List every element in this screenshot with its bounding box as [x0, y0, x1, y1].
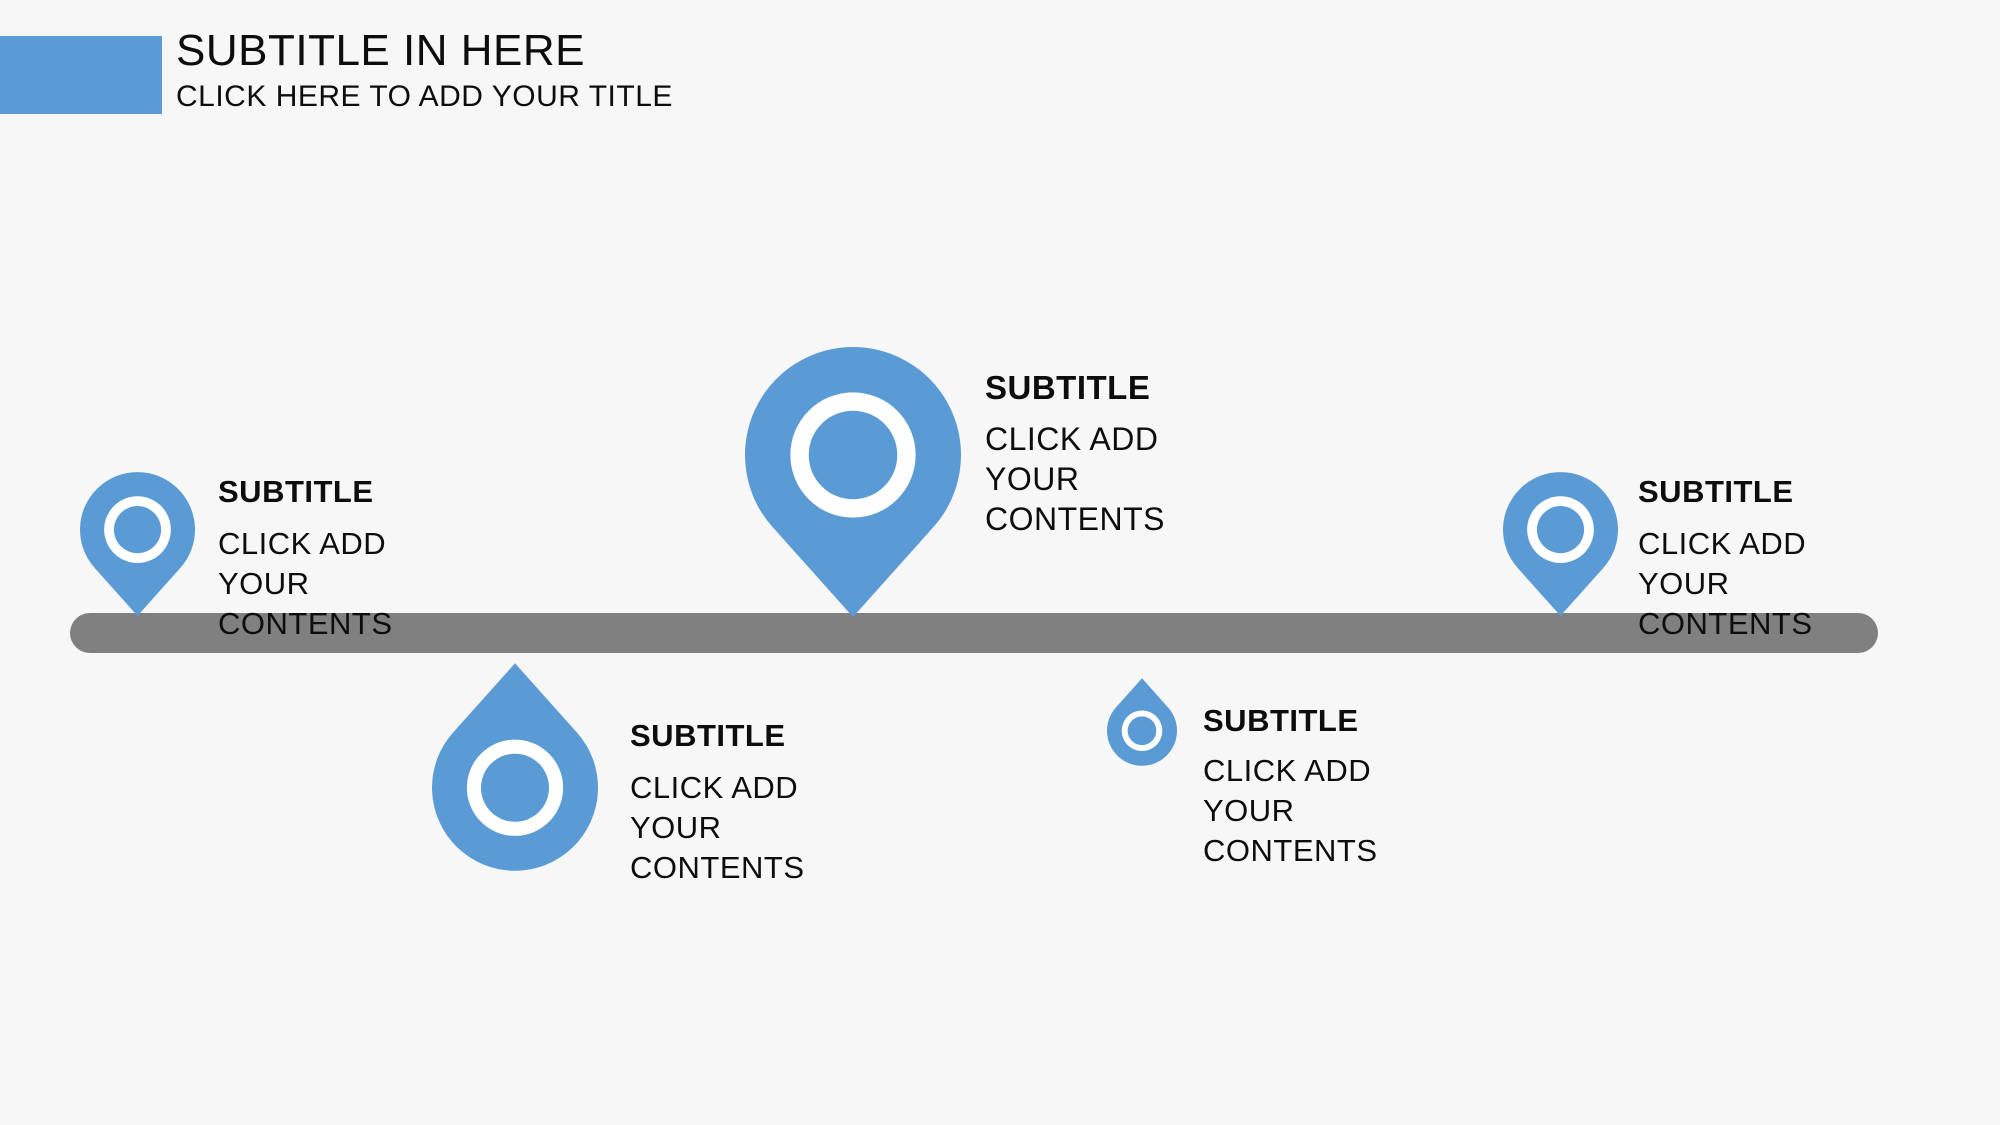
marker-5-subtitle[interactable]: SUBTITLE	[1638, 474, 1794, 509]
marker-5-contents[interactable]: CLICK ADD YOUR CONTENTS	[1638, 526, 1813, 641]
map-pin-up-icon	[1107, 678, 1177, 766]
timeline-bar	[70, 613, 1878, 653]
header-accent-rect	[0, 36, 162, 114]
slide-title[interactable]: SUBTITLE IN HERE	[176, 26, 585, 75]
marker-3-subtitle[interactable]: SUBTITLE	[985, 369, 1151, 406]
slide-subtitle[interactable]: CLICK HERE TO ADD YOUR TITLE	[176, 79, 673, 113]
map-pin-up-icon	[432, 663, 598, 871]
header: SUBTITLE IN HERE CLICK HERE TO ADD YOUR …	[176, 26, 673, 114]
marker-3-contents[interactable]: CLICK ADD YOUR CONTENTS	[985, 421, 1165, 537]
timeline-marker-3: SUBTITLE CLICK ADD YOUR CONTENTS	[985, 369, 1185, 539]
marker-4-subtitle[interactable]: SUBTITLE	[1203, 703, 1359, 738]
map-pin-down-icon	[80, 472, 195, 616]
timeline-marker-5: SUBTITLE CLICK ADD YOUR CONTENTS	[1638, 474, 1828, 644]
marker-2-subtitle[interactable]: SUBTITLE	[630, 718, 786, 753]
map-pin-down-icon	[745, 347, 961, 617]
marker-1-subtitle[interactable]: SUBTITLE	[218, 474, 374, 509]
timeline-marker-4: SUBTITLE CLICK ADD YOUR CONTENTS	[1203, 703, 1393, 871]
timeline-marker-1: SUBTITLE CLICK ADD YOUR CONTENTS	[218, 474, 408, 644]
marker-1-contents[interactable]: CLICK ADD YOUR CONTENTS	[218, 526, 393, 641]
marker-2-contents[interactable]: CLICK ADD YOUR CONTENTS	[630, 770, 805, 885]
timeline-marker-2: SUBTITLE CLICK ADD YOUR CONTENTS	[630, 718, 820, 888]
marker-4-contents[interactable]: CLICK ADD YOUR CONTENTS	[1203, 753, 1378, 868]
map-pin-down-icon	[1503, 472, 1618, 616]
